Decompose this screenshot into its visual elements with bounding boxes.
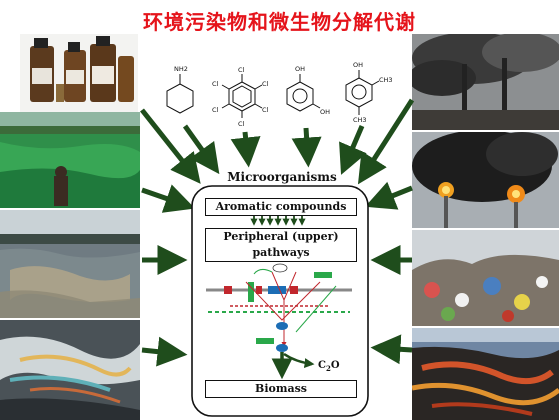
peripheral-pathways-box: Peripheral (upper) pathways xyxy=(205,228,357,262)
arrow-from-oil-shore xyxy=(370,334,413,365)
cl-label: Cl xyxy=(238,66,245,74)
arrow-from-bottles xyxy=(140,108,201,184)
arrow-from-cyclohexylamine xyxy=(182,124,220,175)
cl-label: Cl xyxy=(212,80,219,88)
arrow-from-flare xyxy=(365,181,413,210)
garbage-dump-photo xyxy=(412,230,559,326)
resorcinol-structure xyxy=(286,74,321,112)
cl-label: Cl xyxy=(262,106,269,114)
xylenol-structure xyxy=(345,70,380,115)
algae-bloom-lake-photo xyxy=(0,112,140,208)
cyclohexylamine-structure xyxy=(166,74,194,114)
arrow-from-resorcinol xyxy=(291,127,322,168)
cl-label: Cl xyxy=(262,80,269,88)
aromatic-compounds-box: Aromatic compounds xyxy=(205,198,357,216)
arrow-from-lake xyxy=(141,184,196,213)
metabolic-pathway-schematic xyxy=(206,263,352,352)
oil-slick-water-photo xyxy=(0,320,140,420)
cl-label: Cl xyxy=(212,106,219,114)
biomass-box: Biomass xyxy=(205,380,357,398)
microorganisms-label: Microorganisms xyxy=(227,170,337,184)
arrow-from-smokestacks xyxy=(357,98,415,185)
c2o-label: C2O xyxy=(318,360,340,373)
oh-label: OH xyxy=(320,108,330,116)
ch3-label: CH3 xyxy=(353,116,367,124)
arrow-from-oil-slick xyxy=(141,336,188,367)
hexachlorobenzene-structure xyxy=(221,74,263,118)
polluted-foam-water-photo xyxy=(0,210,140,318)
oh-label: OH xyxy=(295,65,305,73)
burning-flare-smoke-photo xyxy=(412,132,559,228)
chemical-bottles-photo xyxy=(20,34,138,112)
oh-label: OH xyxy=(353,61,363,69)
ch3-label: CH3 xyxy=(379,76,393,84)
arrow-from-hexachlorobenzene xyxy=(230,131,261,168)
arrow-from-xylenol xyxy=(339,125,367,175)
page-title: 环境污染物和微生物分解代谢 xyxy=(143,10,416,34)
nh2-label: NH2 xyxy=(174,65,188,73)
smoke-smokestacks-photo xyxy=(412,34,559,130)
cl-label: Cl xyxy=(238,120,245,128)
pathway-to-c2o-arrow xyxy=(283,352,315,369)
oil-contaminated-shore-photo xyxy=(412,328,559,420)
